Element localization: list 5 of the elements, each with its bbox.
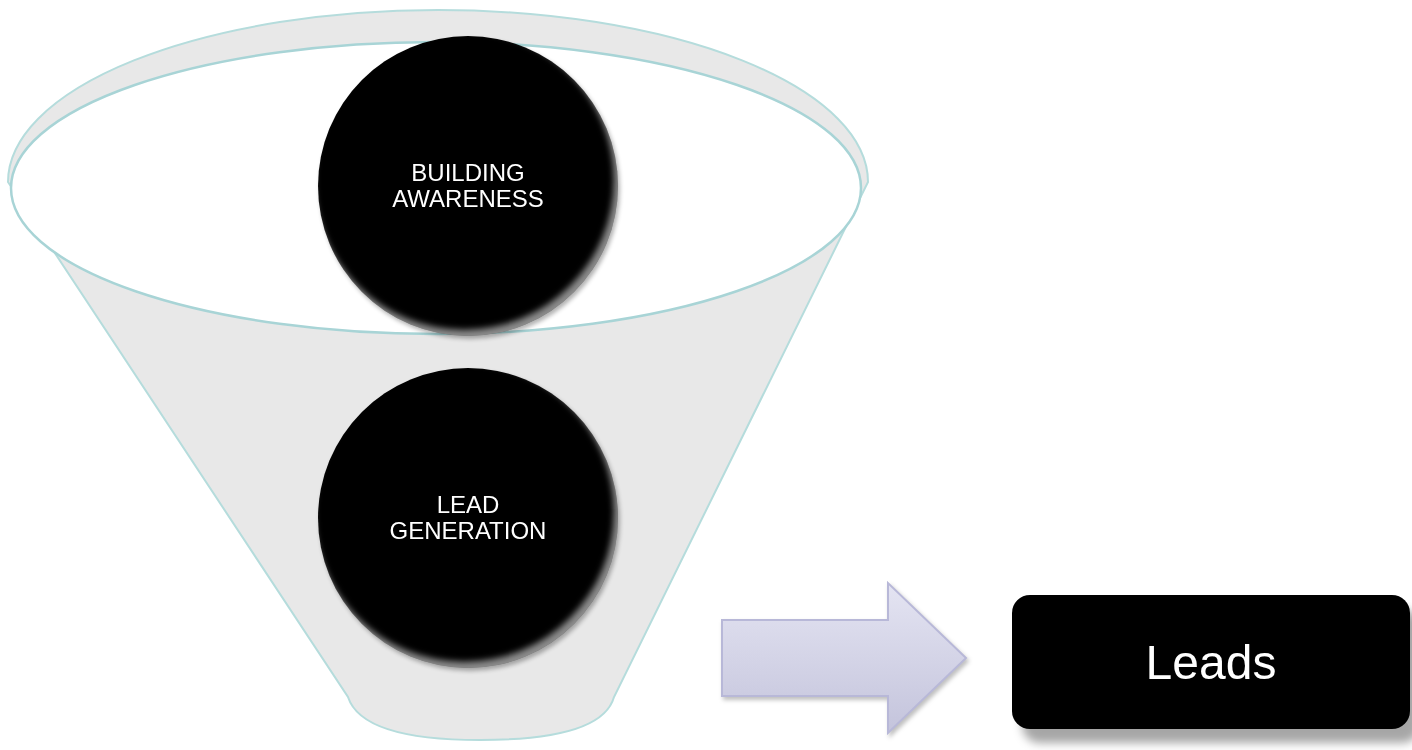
result-label: Leads: [1145, 634, 1277, 690]
result-box: [1012, 595, 1410, 729]
stage-label: LEAD GENERATION: [388, 491, 548, 545]
stage-label: BUILDING AWARENESS: [391, 159, 545, 213]
block-arrow: [721, 580, 968, 736]
